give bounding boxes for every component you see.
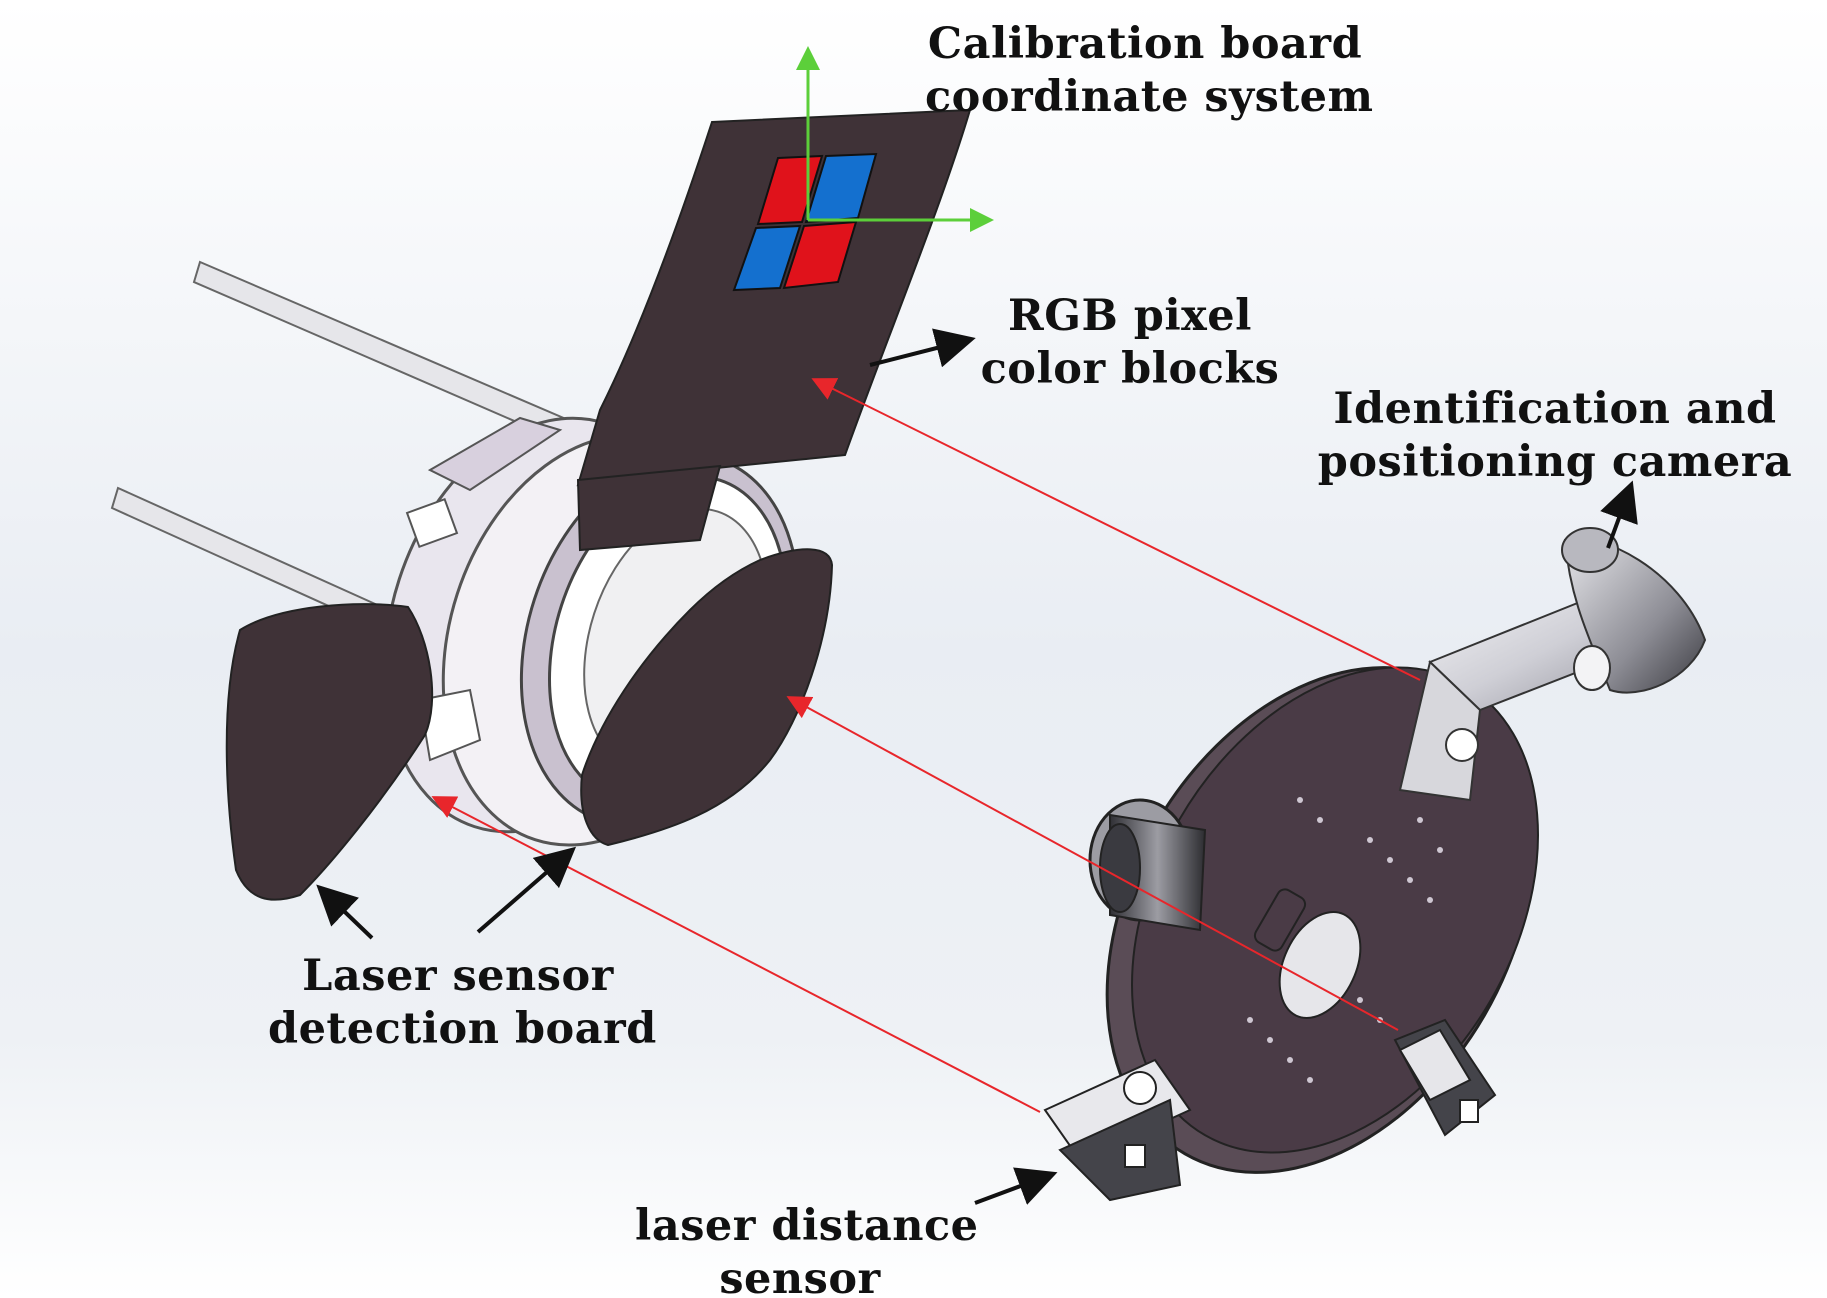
label-rgb-blocks-line2: color blocks — [980, 344, 1280, 394]
callout-arrow-camera — [1600, 480, 1638, 549]
label-rgb-blocks: RGB pixel color blocks — [970, 290, 1290, 396]
callout-arrows — [316, 328, 1638, 1205]
color-block-red-bottom — [782, 220, 858, 290]
label-detection-board-line2: detection board — [268, 1004, 657, 1054]
detection-board-left — [225, 603, 434, 901]
callout-arrow-detection-right — [476, 846, 577, 934]
laser-beam-middle — [786, 696, 1399, 1031]
callout-arrow-detection-left — [316, 884, 374, 940]
label-camera: Identification and positioning camera — [1315, 383, 1795, 489]
label-calibration-board-line1: Calibration board — [927, 19, 1363, 69]
label-distance-sensor-line1: laser distance — [635, 1201, 979, 1251]
label-distance-sensor-line2: sensor — [719, 1254, 881, 1298]
color-block-blue-top — [804, 152, 878, 224]
laser-beam-top — [811, 378, 1421, 681]
camera-lens — [1088, 798, 1207, 932]
label-camera-line1: Identification and — [1333, 384, 1777, 434]
label-rgb-blocks-line1: RGB pixel — [1007, 291, 1252, 341]
detection-board-right — [580, 548, 834, 847]
label-distance-sensor: laser distance sensor — [635, 1200, 979, 1298]
label-calibration-board-line2: coordinate system — [925, 72, 1374, 122]
positioning-camera — [1398, 527, 1707, 802]
callout-arrow-distance-sensor — [974, 1167, 1058, 1205]
label-calibration-board: Calibration board coordinate system — [925, 18, 1374, 124]
rgb-color-blocks — [732, 152, 878, 292]
calibration-axes — [796, 46, 994, 232]
label-detection-board: Laser sensor detection board — [268, 950, 657, 1056]
label-camera-line2: positioning camera — [1317, 437, 1793, 487]
laser-distance-sensor-bottom — [1043, 1058, 1192, 1202]
color-block-blue-bottom — [732, 224, 802, 292]
laser-distance-sensor-right — [1393, 1018, 1497, 1137]
callout-arrow-rgb-blocks — [869, 328, 976, 368]
label-detection-board-line1: Laser sensor — [302, 951, 614, 1001]
calibration-board — [576, 108, 972, 552]
